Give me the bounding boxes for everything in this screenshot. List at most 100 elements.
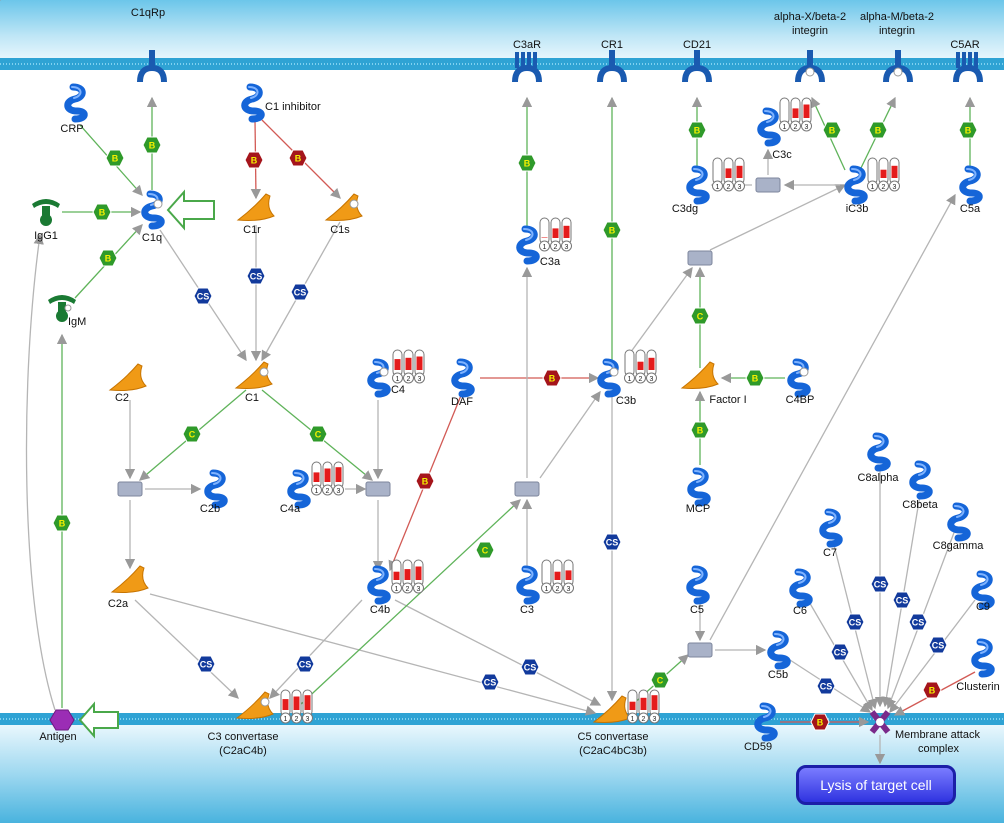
svg-text:B: B [817,718,824,728]
hex-inhibit-daf-c3b: B [542,369,562,387]
clusterin-protein-icon[interactable] [971,638,995,678]
svg-text:2: 2 [295,716,299,723]
hex-binding-ic3b-alpham: B [868,121,888,139]
svg-text:2: 2 [882,184,886,191]
c3dg-protein-icon[interactable] [686,165,710,205]
c2a-enzyme-icon[interactable] [110,565,149,593]
antigen-entry-arrow-icon [78,701,119,739]
c5b-protein-icon[interactable] [767,630,791,670]
c3c-formation-complex[interactable] [755,177,781,193]
svg-text:3: 3 [417,586,421,593]
hex-activate-c3conv: C [475,541,495,559]
c3b-protein-icon[interactable] [597,358,621,398]
alpha-m-integrin-icon[interactable] [883,50,913,83]
c4-cleavage-complex[interactable] [365,481,391,497]
svg-text:B: B [752,374,759,384]
cd59-protein-icon[interactable] [754,702,778,742]
ic3b-protein-icon[interactable] [844,165,868,205]
c3-cleavage-complex[interactable] [514,481,540,497]
c8alpha-protein-icon[interactable] [867,432,891,472]
label-igg1: IgG1 [34,230,58,242]
c2b-protein-icon[interactable] [204,469,228,509]
hex-activate-c1-c4: C [308,425,328,443]
c3c-protein-icon[interactable] [757,107,781,147]
label-c9: C9 [976,601,990,613]
label-alpha-x: alpha-X/beta-2 [774,11,846,23]
svg-text:CS: CS [896,596,909,606]
svg-text:B: B [929,686,936,696]
edge-c2a-c5conv [149,593,597,716]
cr1-receptor-icon[interactable] [597,50,627,83]
label-c5a: C5a [960,203,981,215]
svg-text:CS: CS [299,660,312,670]
c5ar-receptor-icon[interactable] [953,52,983,83]
c2-cleavage-complex[interactable] [117,481,143,497]
c9-protein-icon[interactable] [971,570,995,610]
svg-text:C: C [657,676,664,686]
hex-cleave-c4b-c3conv: CS [295,655,315,673]
igg1-antibody-icon[interactable] [32,199,60,226]
svg-text:3: 3 [805,124,809,131]
hex-binding-igm-c1q: B [98,249,118,267]
label-c1: C1 [245,392,259,404]
mcp-protein-icon[interactable] [687,467,711,507]
svg-text:1: 1 [284,716,288,723]
label-c1s: C1s [330,224,350,236]
label-c4bp: C4BP [786,394,815,406]
c5a-protein-icon[interactable] [959,165,983,205]
label-c3-convertase: C3 convertase [208,731,279,743]
c1-inhibitor-protein-icon[interactable] [241,83,265,123]
c1q-protein-icon[interactable] [141,190,165,230]
c8beta-protein-icon[interactable] [909,460,933,500]
c3-protein-icon[interactable] [516,565,540,605]
label-c1r: C1r [243,224,261,236]
c1-enzyme-icon[interactable] [234,361,273,389]
c7-protein-icon[interactable] [819,508,843,548]
c5-convertase-enzyme-icon[interactable] [592,695,631,723]
c6-protein-icon[interactable] [789,568,813,608]
ic3b-formation-complex[interactable] [687,250,713,266]
lysis-outcome-box[interactable]: Lysis of target cell [796,765,956,805]
c8gamma-protein-icon[interactable] [947,502,971,542]
svg-text:C: C [189,430,196,440]
c3a-protein-icon[interactable] [516,225,540,265]
c1s-enzyme-icon[interactable] [324,193,363,221]
label-c1q: C1q [142,232,162,244]
svg-text:B: B [59,519,66,529]
c1qrp-receptor-icon[interactable] [137,50,167,83]
daf-protein-icon[interactable] [451,358,475,398]
label-c2: C2 [115,392,129,404]
svg-text:CS: CS [606,538,619,548]
svg-text:B: B [112,154,119,164]
c1r-enzyme-icon[interactable] [236,193,275,221]
c2-enzyme-icon[interactable] [108,363,147,391]
svg-text:B: B [422,477,429,487]
crp-protein-icon[interactable] [64,83,88,123]
label-factor-i: Factor I [709,394,746,406]
c3-convertase-enzyme-icon[interactable] [235,691,274,719]
edge-c4b-c5conv [394,599,602,706]
cd21-receptor-icon[interactable] [682,50,712,83]
c4-protein-icon[interactable] [367,358,391,398]
alpha-x-integrin-icon[interactable] [795,50,825,83]
factor-i-enzyme-icon[interactable] [680,361,719,389]
c5-protein-icon[interactable] [686,565,710,605]
c5-cleavage-complex[interactable] [687,642,713,658]
antigen-icon[interactable] [49,709,75,731]
c4bp-protein-icon[interactable] [787,358,811,398]
hex-cleave-c8g-mac: CS [908,613,928,631]
svg-text:CS: CS [874,580,887,590]
svg-text:1: 1 [395,586,399,593]
c4b-protein-icon[interactable] [367,565,391,605]
c3ar-receptor-icon[interactable] [512,52,542,83]
label-c1qrp: C1qRp [131,7,165,19]
c4a-protein-icon[interactable] [287,469,311,509]
label-c3a: C3a [540,256,561,268]
svg-text:C: C [482,546,489,556]
label-igm: IgM [68,316,86,328]
igm-antibody-icon[interactable] [48,295,76,322]
svg-text:B: B [149,141,156,151]
membrane-attack-complex-icon[interactable] [869,710,891,734]
